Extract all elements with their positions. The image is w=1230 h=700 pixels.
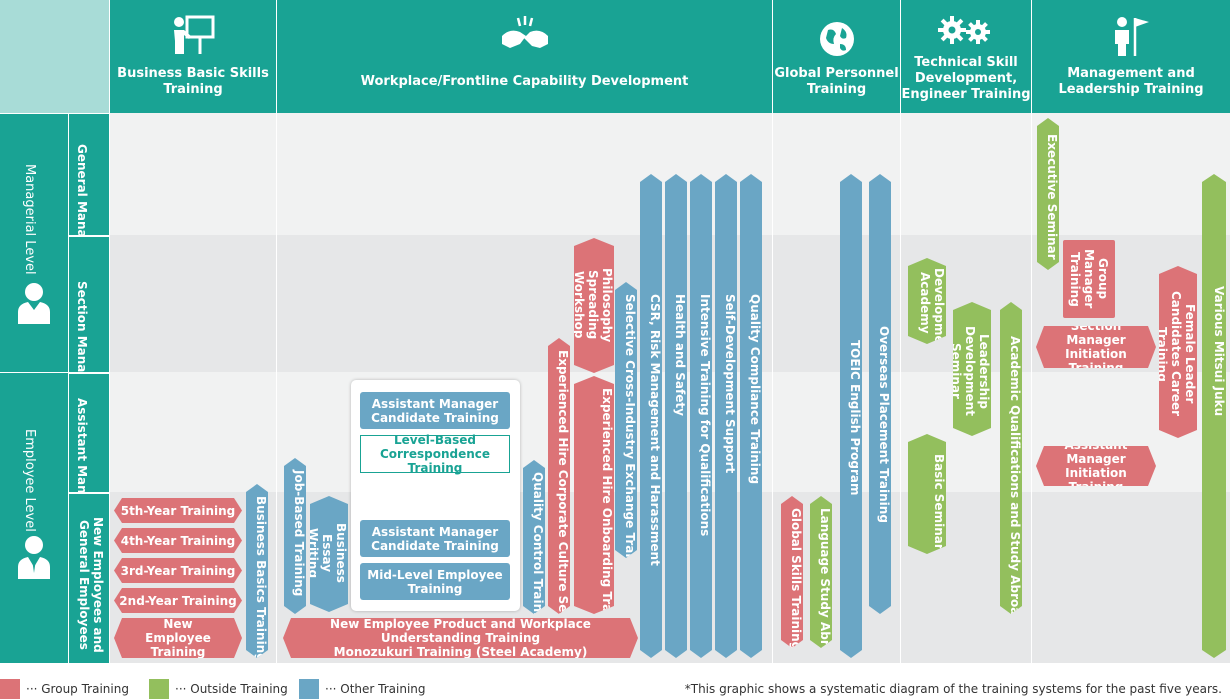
header-technical: Technical Skill Development, Engineer Tr…	[901, 0, 1031, 113]
presentation-icon	[174, 15, 215, 54]
training-essay-writing: Business Essay Writing	[310, 496, 348, 612]
training-exp-hire-culture: Experienced Hire Corporate Culture Semin…	[548, 338, 570, 614]
training-monozukuri-label: Monozukuri Training (Steel Academy)	[333, 645, 588, 659]
legend-label-outside: ··· Outside Training	[175, 682, 288, 696]
training-development-academy: Development Academy	[908, 258, 946, 344]
globe-icon	[819, 22, 854, 56]
legend-swatch-group	[0, 679, 20, 699]
training-am-candidate-1: Assistant Manager Candidate Training	[360, 392, 510, 429]
training-product-workplace-label: New Employee Product and Workplace Under…	[330, 617, 591, 645]
header-label-global: Global Personnel Training	[774, 66, 899, 97]
managerial-level-label: Managerial Level	[22, 164, 37, 275]
general-managers-cell: General Managers	[69, 113, 109, 267]
training-toeic: TOEIC English Program	[840, 174, 862, 658]
diagram-footnote: *This graphic shows a systematic diagram…	[684, 682, 1222, 696]
column-divider	[276, 113, 277, 663]
header-corner	[0, 0, 109, 113]
section-managers-cell: Section Managers	[69, 236, 109, 402]
handshake-icon	[501, 16, 548, 48]
header-label-workplace: Workplace/Frontline Capability Developme…	[360, 74, 689, 89]
header-workplace: Workplace/Frontline Capability Developme…	[277, 0, 772, 113]
training-health-safety: Health and Safety	[665, 174, 687, 658]
new-employees-label: New Employees and General Employees	[77, 517, 105, 653]
legend-label-other: ··· Other Training	[325, 682, 426, 696]
training-2nd-year: 2nd-Year Training	[114, 588, 242, 613]
column-divider	[1031, 113, 1032, 663]
training-quality-control: Quality Control Training	[523, 460, 545, 614]
training-new-employee: New Employee Training	[114, 618, 242, 658]
assistant-managers-cell: Assistant Managers	[69, 373, 109, 532]
training-philosophy-workshop: Philosophy Spreading Workshop	[574, 238, 614, 373]
managerial-level-cell: Managerial Level	[0, 113, 68, 372]
gears-icon	[938, 16, 990, 44]
training-3rd-year: 3rd-Year Training	[114, 558, 242, 583]
training-4th-year: 4th-Year Training	[114, 528, 242, 553]
column-divider	[772, 113, 773, 663]
legend-swatch-other	[299, 679, 319, 699]
header-business-basic: Business Basic Skills Training	[110, 0, 276, 113]
training-5th-year: 5th-Year Training	[114, 498, 242, 523]
employee-level-label: Employee Level	[22, 429, 37, 532]
training-section-manager-initiation: Section Manager Initiation Training	[1036, 326, 1156, 368]
training-assistant-manager-initiation: Assistant Manager Initiation Training	[1036, 446, 1156, 486]
training-group-manager: Group Manager Training	[1063, 240, 1115, 318]
manager-avatar-icon	[18, 283, 50, 324]
training-female-leader: Female Leader Candidates Career Training	[1159, 266, 1197, 438]
section-managers-label: Section Managers	[75, 281, 89, 403]
training-global-skills: Global Skills Training	[781, 496, 803, 648]
header-label-business-basic: Business Basic Skills Training	[117, 66, 269, 97]
training-exp-hire-onboarding: Experienced Hire Onboarding Training	[574, 376, 614, 614]
training-academic-qualifications: Academic Qualifications and Study Abroad	[1000, 302, 1022, 614]
legend-label-group: ··· Group Training	[26, 682, 129, 696]
new-employees-cell: New Employees and General Employees	[69, 493, 109, 663]
legend-swatch-outside	[149, 679, 169, 699]
training-business-basics: Business Basics Training	[246, 484, 268, 658]
training-mitsui-juku: Various Mitsui Juku	[1202, 174, 1226, 658]
training-basic-seminar: Basic Seminar	[908, 434, 946, 554]
training-leadership-seminar: Leadership Development Seminar	[953, 302, 991, 436]
training-product-workplace: New Employee Product and Workplace Under…	[283, 618, 638, 658]
training-executive-seminar: Executive Seminar	[1037, 118, 1059, 270]
column-divider	[900, 113, 901, 663]
training-overseas: Overseas Placement Training	[869, 174, 891, 614]
training-self-development: Self-Development Support	[715, 174, 737, 658]
training-job-based: Job-Based Training	[284, 458, 306, 614]
training-mid-level: Mid-Level Employee Training	[360, 563, 510, 600]
header-global: Global Personnel Training	[773, 0, 900, 113]
training-intensive-qualifications: Intensive Training for Qualifications	[690, 174, 712, 658]
header-management: Management and Leadership Training	[1032, 0, 1230, 113]
training-csr: CSR, Risk Management and Harassment	[640, 174, 662, 658]
employee-avatar-icon	[18, 536, 50, 579]
training-language-study: Language Study Abroad	[810, 496, 832, 648]
training-level-based-correspondence: Level-Based Correspondence Training	[360, 433, 510, 475]
employee-level-cell: Employee Level	[0, 372, 68, 663]
training-cross-industry: Selective Cross-Industry Exchange Traini…	[615, 282, 637, 558]
training-quality-compliance: Quality Compliance Training	[740, 174, 762, 658]
training-am-candidate-2: Assistant Manager Candidate Training	[360, 520, 510, 557]
flag-person-icon	[1115, 17, 1149, 56]
header-label-technical: Technical Skill Development, Engineer Tr…	[901, 55, 1031, 102]
header-label-management: Management and Leadership Training	[1058, 66, 1204, 97]
